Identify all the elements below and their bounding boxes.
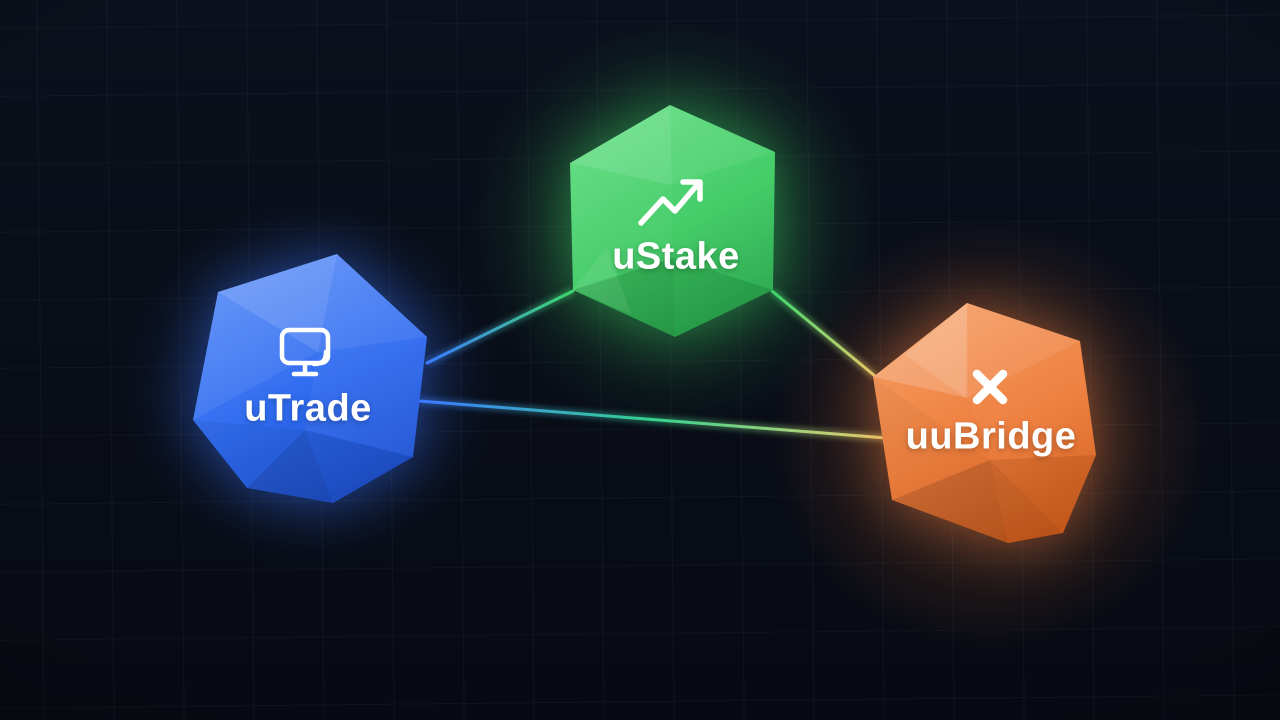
trend-up-arrow-icon [636, 173, 708, 231]
edge-ustake-uubridge [769, 287, 878, 380]
uubridge-label: uuBridge [905, 415, 1077, 458]
ustake-label: uStake [612, 235, 740, 278]
utrade-label: uTrade [244, 387, 372, 430]
edge-utrade-ustake [425, 287, 575, 367]
monitor-chat-icon [279, 327, 335, 377]
edge-utrade-uubridge [417, 397, 888, 442]
node-utrade-hexagon[interactable] [193, 254, 427, 503]
cross-icon [970, 367, 1010, 407]
